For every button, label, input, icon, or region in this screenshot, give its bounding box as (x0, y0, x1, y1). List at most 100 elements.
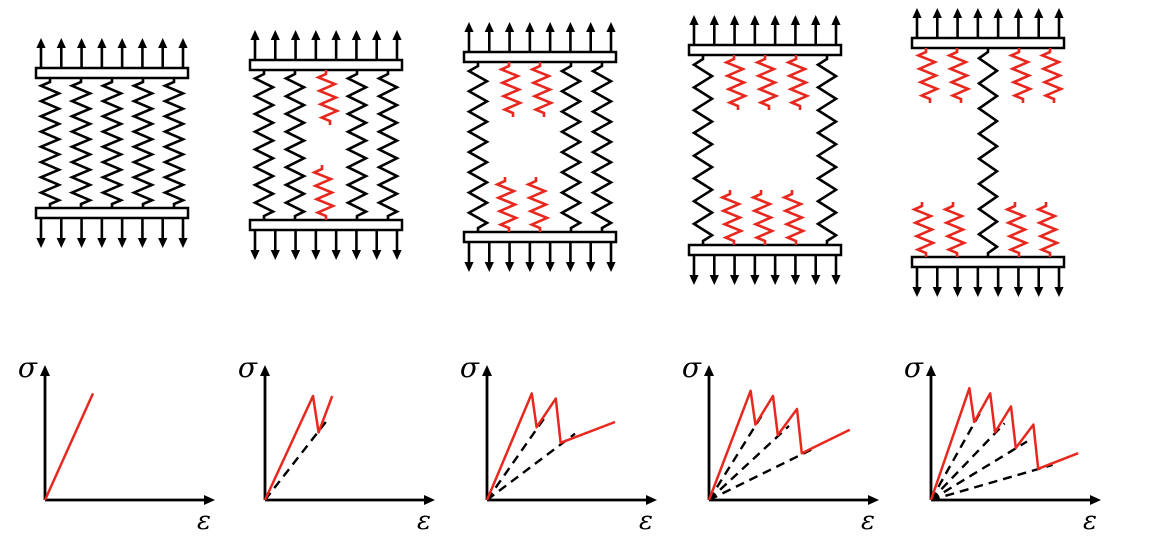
bundle-1-broken (248, 30, 404, 260)
sigma-axis-label: σ (18, 351, 38, 384)
load-arrow-head (76, 238, 87, 248)
unloading-modulus-dashed-line (930, 440, 1028, 502)
intact-spring (466, 62, 490, 232)
intact-spring (130, 78, 156, 208)
load-arrow-head (117, 238, 127, 248)
load-arrow-head (952, 287, 963, 297)
stress-strain-chart: σε (682, 351, 879, 536)
load-arrow-head (606, 22, 616, 32)
bottom-plate (34, 206, 190, 220)
bottom-plate (910, 255, 1066, 269)
load-arrow-head (504, 262, 515, 272)
load-arrow-head (250, 30, 260, 40)
intact-spring (252, 70, 276, 220)
intact-spring (99, 78, 125, 208)
load-arrow-head (770, 15, 780, 25)
load-arrow-head (750, 15, 760, 25)
stress-strain-chart: σε (18, 351, 215, 536)
x-axis-arrow-icon (868, 495, 879, 505)
load-arrow-head (372, 30, 382, 40)
load-arrow-head (178, 38, 188, 48)
broken-spring-top-half (753, 55, 780, 110)
broken-spring-top-half (1038, 48, 1065, 103)
load-arrow-head (270, 250, 280, 260)
load-arrow-head (1034, 8, 1044, 18)
intact-spring (691, 55, 715, 245)
load-arrow-head (137, 38, 148, 48)
load-arrow-head (525, 262, 535, 272)
load-arrow-head (270, 30, 280, 40)
broken-spring-bottom-half (524, 177, 551, 232)
broken-spring-bottom-half (941, 202, 968, 257)
load-arrow-head (290, 30, 301, 40)
load-arrow-head (1034, 287, 1044, 297)
epsilon-axis-label: ε (417, 506, 431, 536)
load-arrow-head (912, 287, 922, 297)
unloading-modulus-dashed-line (486, 414, 548, 501)
sigma-axis-label: σ (238, 351, 258, 384)
broken-spring-bottom-half (493, 177, 520, 232)
load-arrow-head (586, 22, 596, 32)
y-axis-arrow-icon (926, 365, 936, 376)
load-arrow-head (770, 275, 780, 285)
load-arrow-head (331, 250, 341, 260)
intact-spring (559, 62, 583, 232)
epsilon-axis-label: ε (1083, 506, 1097, 536)
load-arrow-head (36, 38, 46, 48)
load-arrow-head (790, 15, 801, 25)
intact-spring (376, 70, 400, 220)
intact-spring (68, 78, 94, 208)
load-arrow-head (1013, 287, 1024, 297)
unloading-modulus-dashed-line (708, 425, 790, 501)
load-arrow-head (250, 250, 260, 260)
load-arrow-head (811, 15, 821, 25)
load-arrow-head (137, 238, 148, 248)
load-arrow-head (811, 275, 821, 285)
load-arrow-head (932, 8, 942, 18)
broken-spring-bottom-half (780, 190, 807, 245)
y-axis-arrow-icon (260, 365, 270, 376)
unloading-modulus-dashed-line (930, 463, 1053, 502)
broken-spring-top-half (1007, 48, 1034, 103)
load-arrow-head (484, 22, 494, 32)
load-arrow-head (709, 275, 719, 285)
load-arrow-head (311, 250, 321, 260)
bottom-plate (462, 230, 618, 244)
load-arrow-head (750, 275, 760, 285)
stress-strain-chart: σε (904, 351, 1101, 536)
load-arrow-head (484, 262, 494, 272)
y-axis-arrow-icon (482, 365, 492, 376)
broken-spring-bottom-half (910, 202, 937, 257)
load-arrow-head (565, 262, 576, 272)
broken-spring-top-half (497, 62, 524, 117)
load-arrow-head (565, 22, 576, 32)
load-arrow-head (831, 15, 841, 25)
load-arrow-head (36, 238, 46, 248)
broken-spring-bottom-half (310, 165, 337, 220)
load-arrow-head (525, 22, 535, 32)
y-axis-arrow-icon (704, 365, 714, 376)
load-arrow-head (311, 30, 321, 40)
stress-strain-chart: σε (238, 351, 435, 536)
load-arrow-head (392, 30, 402, 40)
load-arrow-head (973, 287, 983, 297)
load-arrow-head (1013, 8, 1024, 18)
top-plate (910, 36, 1066, 50)
sigma-axis-label: σ (682, 351, 702, 384)
intact-spring (815, 55, 839, 245)
load-arrow-head (545, 22, 555, 32)
intact-spring (161, 78, 187, 208)
load-arrow-head (351, 250, 362, 260)
loading-curve (43, 392, 95, 501)
load-arrow-head (158, 238, 168, 248)
unloading-modulus-dashed-line (707, 412, 765, 501)
unloading-modulus-dashed-line (708, 446, 816, 502)
unloading-modulus-dashed-line (486, 432, 576, 501)
load-arrow-head (689, 15, 699, 25)
intact-spring (590, 62, 614, 232)
sigma-axis-label: σ (904, 351, 924, 384)
load-arrow-head (158, 38, 168, 48)
load-arrow-head (97, 38, 107, 48)
broken-spring-top-half (914, 48, 941, 103)
